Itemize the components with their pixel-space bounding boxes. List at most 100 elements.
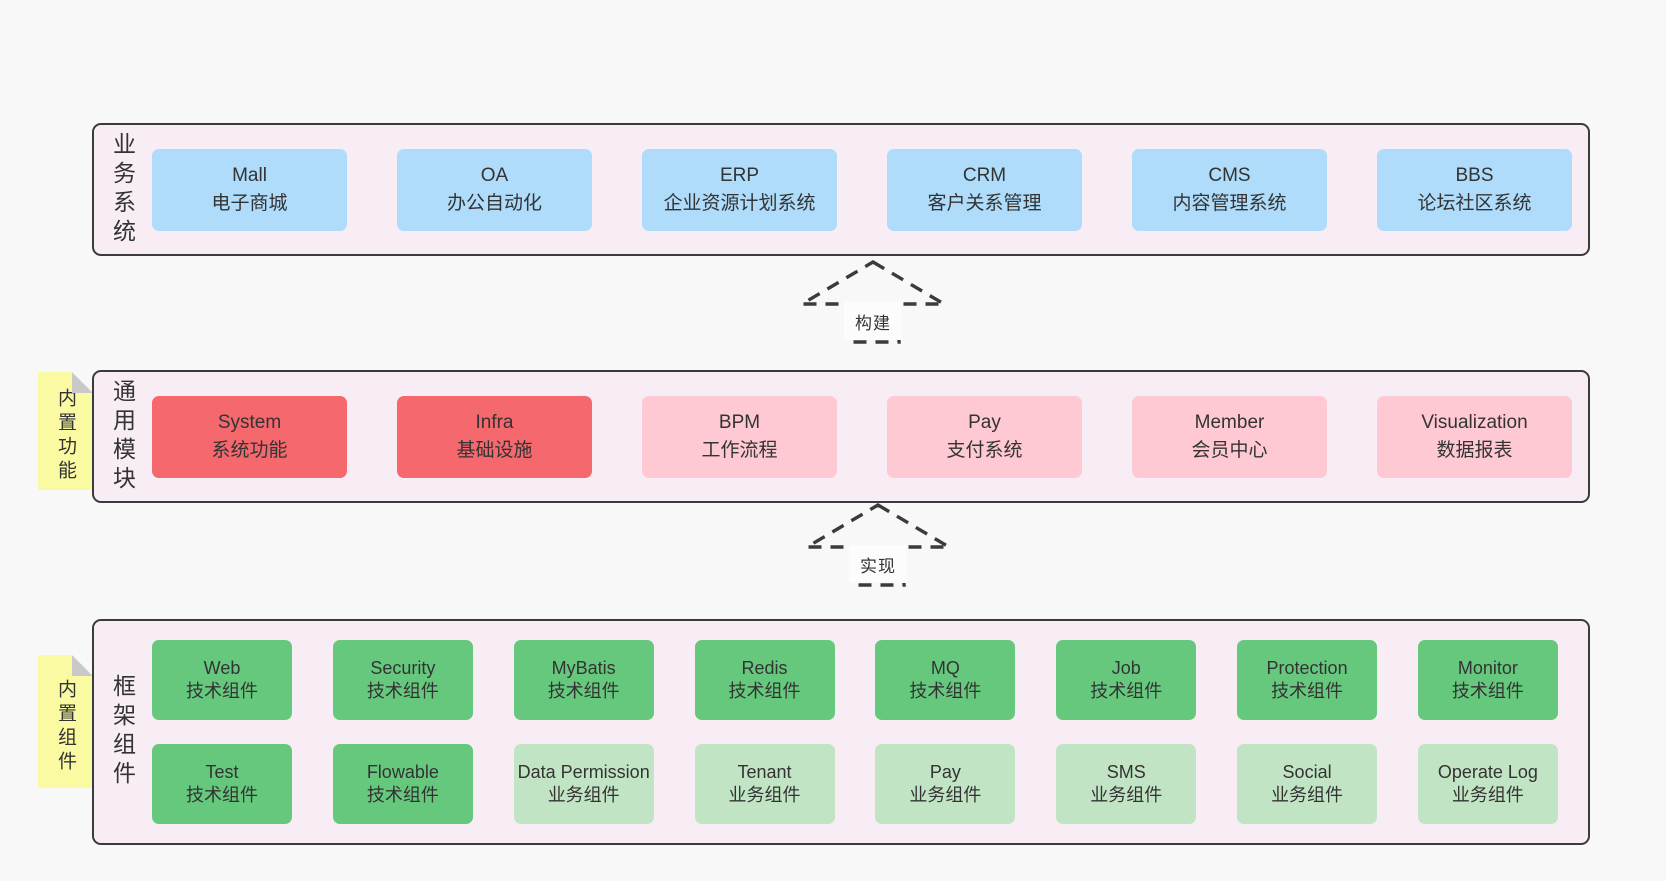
box-cms: CMS 内容管理系统 [1132, 148, 1327, 231]
box-web: Web 技术组件 [152, 640, 292, 720]
box-tenant: Tenant 业务组件 [694, 744, 835, 824]
box-subtitle: 数据报表 [1436, 439, 1513, 461]
folded-corner-icon [72, 655, 93, 676]
sticky-note-builtin-components: 内置组件 [38, 655, 93, 788]
box-title: Operate Log [1437, 761, 1538, 782]
box-title: Visualization [1421, 411, 1528, 433]
box-title: Security [370, 657, 436, 678]
box-bbs: BBS 论坛社区系统 [1377, 148, 1572, 231]
box-operate-log: Operate Log 业务组件 [1417, 744, 1558, 824]
box-crm: CRM 客户关系管理 [887, 148, 1082, 231]
box-test: Test 技术组件 [152, 744, 292, 824]
layer-business-systems: 业务系统 Mall 电子商城 OA 办公自动化 ERP 企业资源计划系统 CRM… [92, 123, 1590, 256]
box-title: Flowable [366, 761, 439, 782]
box-subtitle: 论坛社区系统 [1417, 192, 1532, 214]
box-title: CRM [962, 164, 1007, 186]
box-bpm: BPM 工作流程 [642, 395, 837, 478]
sticky-text: 内置功能 [55, 388, 76, 484]
box-security: Security 技术组件 [332, 640, 473, 720]
box-title: Member [1194, 411, 1265, 433]
box-oa: OA 办公自动化 [397, 148, 592, 231]
box-subtitle: 技术组件 [366, 785, 439, 805]
box-member: Member 会员中心 [1132, 395, 1327, 478]
box-title: Web [203, 657, 241, 678]
box-title: SMS [1106, 761, 1146, 782]
framework-grid: Web 技术组件 Security 技术组件 MyBatis 技术组件 Redi… [150, 621, 1588, 843]
box-subtitle: 企业资源计划系统 [663, 192, 816, 214]
box-title: ERP [719, 164, 760, 186]
box-pay-module: Pay 支付系统 [887, 395, 1082, 478]
box-subtitle: 技术组件 [186, 785, 258, 805]
box-subtitle: 技术组件 [1451, 681, 1524, 701]
box-title: CMS [1208, 164, 1251, 186]
business-box-row: Mall 电子商城 OA 办公自动化 ERP 企业资源计划系统 CRM 客户关系… [150, 125, 1588, 254]
modules-box-row: System 系统功能 Infra 基础设施 BPM 工作流程 Pay 支付系统… [150, 372, 1588, 501]
box-mybatis: MyBatis 技术组件 [513, 640, 654, 720]
box-subtitle: 客户关系管理 [927, 192, 1042, 214]
layer-common-modules: 通用模块 System 系统功能 Infra 基础设施 BPM 工作流程 Pay… [92, 370, 1590, 503]
layer-framework-components: 框架组件 Web 技术组件 Security 技术组件 MyBatis 技术组件… [92, 619, 1590, 845]
arrow-implement-label: 实现 [849, 545, 907, 583]
layer-label-framework: 框架组件 [109, 674, 136, 790]
box-title: OA [480, 164, 509, 186]
box-subtitle: 业务组件 [909, 785, 982, 805]
box-title: Redis [741, 657, 788, 678]
sticky-note-builtin-features: 内置功能 [38, 372, 93, 490]
box-subtitle: 技术组件 [186, 681, 258, 701]
box-title: Protection [1266, 657, 1348, 678]
box-title: MyBatis [551, 657, 616, 678]
box-title: Data Permission [517, 761, 650, 782]
folded-corner-icon [72, 372, 93, 393]
dashed-up-arrow-icon [803, 503, 953, 587]
box-erp: ERP 企业资源计划系统 [642, 148, 837, 231]
box-system: System 系统功能 [152, 395, 347, 478]
arrow-build-label: 构建 [844, 302, 902, 340]
box-subtitle: 电子商城 [211, 192, 288, 214]
box-title: Monitor [1457, 657, 1518, 678]
box-subtitle: 工作流程 [701, 439, 778, 461]
box-title: System [217, 411, 282, 433]
box-subtitle: 支付系统 [946, 439, 1023, 461]
box-subtitle: 系统功能 [211, 439, 288, 461]
box-title: Mall [232, 164, 267, 186]
box-subtitle: 会员中心 [1191, 439, 1268, 461]
box-infra: Infra 基础设施 [397, 395, 592, 478]
box-mq: MQ 技术组件 [875, 640, 1016, 720]
box-title: Tenant [737, 761, 792, 782]
box-title: BBS [1455, 164, 1494, 186]
box-monitor: Monitor 技术组件 [1417, 640, 1558, 720]
box-mall: Mall 电子商城 [152, 148, 347, 231]
box-title: Social [1282, 761, 1332, 782]
box-subtitle: 业务组件 [1090, 785, 1163, 805]
box-sms: SMS 业务组件 [1056, 744, 1197, 824]
box-subtitle: 技术组件 [366, 681, 439, 701]
box-title: Job [1111, 657, 1141, 678]
box-job: Job 技术组件 [1056, 640, 1197, 720]
box-subtitle: 技术组件 [909, 681, 982, 701]
box-title: Infra [475, 411, 514, 433]
box-subtitle: 办公自动化 [446, 192, 542, 214]
arrow-build: 构建 [798, 258, 948, 346]
box-flowable: Flowable 技术组件 [332, 744, 473, 824]
box-title: MQ [930, 657, 960, 678]
box-visualization: Visualization 数据报表 [1377, 395, 1572, 478]
layer-label-modules: 通用模块 [109, 378, 136, 495]
box-subtitle: 技术组件 [728, 681, 801, 701]
box-redis: Redis 技术组件 [694, 640, 835, 720]
box-pay-component: Pay 业务组件 [875, 744, 1016, 824]
dashed-up-arrow-icon [798, 260, 948, 344]
box-data-permission: Data Permission 业务组件 [513, 744, 654, 824]
box-title: Test [205, 761, 239, 782]
box-title: Pay [929, 761, 961, 782]
box-social: Social 业务组件 [1237, 744, 1378, 824]
framework-row-1: Web 技术组件 Security 技术组件 MyBatis 技术组件 Redi… [152, 640, 1558, 720]
arrow-implement: 实现 [803, 501, 953, 589]
box-subtitle: 业务组件 [1451, 785, 1524, 805]
box-title: BPM [718, 411, 761, 433]
box-subtitle: 业务组件 [1271, 785, 1344, 805]
box-subtitle: 内容管理系统 [1172, 192, 1287, 214]
box-protection: Protection 技术组件 [1237, 640, 1378, 720]
box-subtitle: 业务组件 [547, 785, 620, 805]
layer-label-business: 业务系统 [109, 131, 136, 248]
